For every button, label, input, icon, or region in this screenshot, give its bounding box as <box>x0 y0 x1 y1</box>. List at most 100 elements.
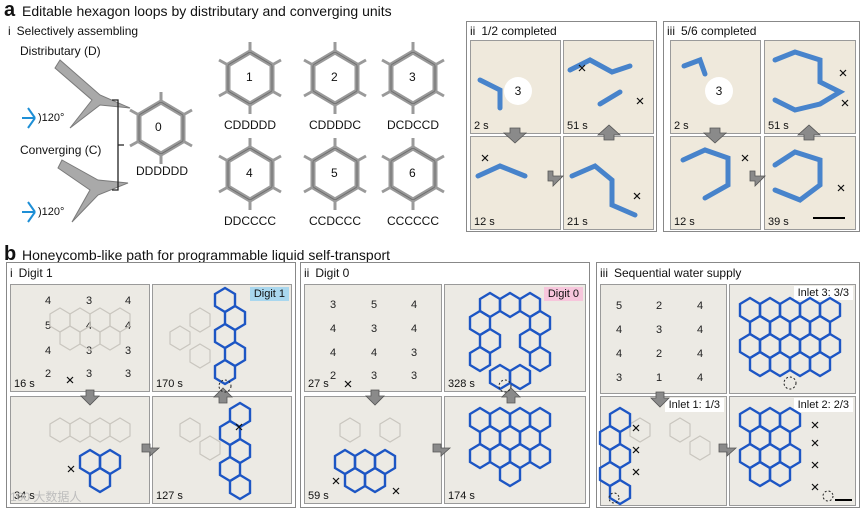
converging-label: Converging (C) <box>20 143 102 157</box>
panel-a-i-label: Selectively assembling <box>16 24 139 38</box>
cell-number: 4 <box>330 323 337 335</box>
photo-a-iii-4: 39 s <box>764 136 856 230</box>
cell-number: 3 <box>330 299 337 311</box>
panel-a-letter: a <box>4 0 16 21</box>
cell-number: 3 <box>656 324 663 336</box>
timestamp: 174 s <box>448 490 475 502</box>
cell-number: 4 <box>86 320 93 332</box>
roman-numeral: ii <box>304 266 310 280</box>
cell-number: 2 <box>330 370 337 382</box>
cell-number: 3 <box>125 368 132 380</box>
panel-b-letter: b <box>4 243 17 265</box>
timestamp: 34 s <box>14 490 35 502</box>
cell-number: 4 <box>411 323 418 335</box>
cell-number: 3 <box>125 345 132 357</box>
timestamp: 51 s <box>768 120 789 132</box>
timestamp: 12 s <box>674 216 695 228</box>
photo-a-iii-3: 12 s <box>670 136 761 230</box>
roman-numeral: iii <box>600 266 608 280</box>
cell-number: 5 <box>45 320 52 332</box>
angle-label-d: )120° <box>38 112 65 124</box>
timestamp: 12 s <box>474 216 495 228</box>
cell-number: 5 <box>616 300 623 312</box>
cell-number: 2 <box>656 348 663 360</box>
loop-code: CCCCCC <box>387 214 439 228</box>
cell-number: 4 <box>697 324 704 336</box>
photo-a-ii-1: 3 2 s <box>470 40 561 134</box>
photo-b-i-4: 127 s <box>152 396 292 504</box>
panel-b-ii-label: Digit 0 <box>315 266 350 280</box>
photo-b-ii-2: Digit 0 328 s <box>444 284 586 392</box>
cell-number: 4 <box>697 300 704 312</box>
timestamp: 2 s <box>474 120 489 132</box>
timestamp: 328 s <box>448 378 475 390</box>
panel-a-iii-frame <box>663 21 860 232</box>
photo-b-iii-2: Inlet 3: 3/3 <box>729 284 856 394</box>
loop-number: 2 <box>331 70 338 84</box>
cell-number: 3 <box>411 347 418 359</box>
loop-code: CDDDDC <box>309 118 361 132</box>
cell-number: 4 <box>125 295 132 307</box>
photo-a-iii-2: 51 s <box>764 40 856 134</box>
panel-a-i-heading: i Selectively assembling <box>8 24 138 38</box>
inlet-label: Inlet 3: 3/3 <box>793 286 853 300</box>
timestamp: 27 s <box>308 378 329 390</box>
cell-number: 4 <box>371 347 378 359</box>
panel-b-ii-heading: ii Digit 0 <box>304 266 349 280</box>
loop-code: DDDDDD <box>136 164 188 178</box>
roman-numeral: i <box>10 266 13 280</box>
panel-a-ii-label: 1/2 completed <box>481 24 557 38</box>
loop-code: CCDCCC <box>309 214 361 228</box>
panel-b-title: Honeycomb-like path for programmable liq… <box>22 247 391 263</box>
photo-a-ii-4: 21 s <box>563 136 654 230</box>
angle-label-c: )120° <box>38 206 65 218</box>
cell-number: 3 <box>411 370 418 382</box>
photo-b-iii-4: Inlet 2: 2/3 <box>729 396 856 506</box>
photo-b-ii-1: 27 s <box>304 284 442 392</box>
panel-a-ii-heading: ii 1/2 completed <box>470 24 557 38</box>
roman-numeral: ii <box>470 24 476 38</box>
roman-numeral: iii <box>667 24 675 38</box>
photo-b-ii-4: 174 s <box>444 396 586 504</box>
timestamp: 51 s <box>567 120 588 132</box>
cell-number: 3 <box>86 368 93 380</box>
cell-number: 4 <box>697 372 704 384</box>
roman-numeral: i <box>8 24 11 38</box>
loop-number: 4 <box>246 166 253 180</box>
distributary-label: Distributary (D) <box>20 44 101 58</box>
timestamp: 21 s <box>567 216 588 228</box>
timestamp: 127 s <box>156 490 183 502</box>
panel-a-ii-frame <box>466 21 657 232</box>
cell-number: 4 <box>125 320 132 332</box>
timestamp: 170 s <box>156 378 183 390</box>
photo-a-ii-3: 12 s <box>470 136 561 230</box>
loop-number: 0 <box>155 120 162 134</box>
loop-code: DDCCCC <box>224 214 276 228</box>
timestamp: 16 s <box>14 378 35 390</box>
panel-b-i-frame <box>6 262 296 508</box>
photo-a-iii-1: 3 2 s <box>670 40 761 134</box>
photo-b-i-2: Digit 1 170 s <box>152 284 292 392</box>
cell-number: 3 <box>371 370 378 382</box>
cell-number: 2 <box>656 300 663 312</box>
loop-number: 3 <box>409 70 416 84</box>
cell-number: 4 <box>45 345 52 357</box>
cell-number: 4 <box>697 348 704 360</box>
cell-number: 2 <box>45 368 52 380</box>
loop-code: DCDCCD <box>387 118 439 132</box>
timestamp: 39 s <box>768 216 789 228</box>
cell-number: 4 <box>45 295 52 307</box>
watermark: 100 大数据人 <box>10 490 82 504</box>
panel-b-iii-frame <box>596 262 860 508</box>
timestamp: 2 s <box>674 120 689 132</box>
cell-number: 4 <box>616 324 623 336</box>
loop-circle-label: 3 <box>705 77 733 105</box>
cell-number: 5 <box>371 299 378 311</box>
digit-tag: Digit 0 <box>543 287 583 301</box>
cell-number: 3 <box>86 345 93 357</box>
digit-tag: Digit 1 <box>249 287 289 301</box>
panel-b-ii-frame <box>300 262 590 508</box>
loop-number: 5 <box>331 166 338 180</box>
